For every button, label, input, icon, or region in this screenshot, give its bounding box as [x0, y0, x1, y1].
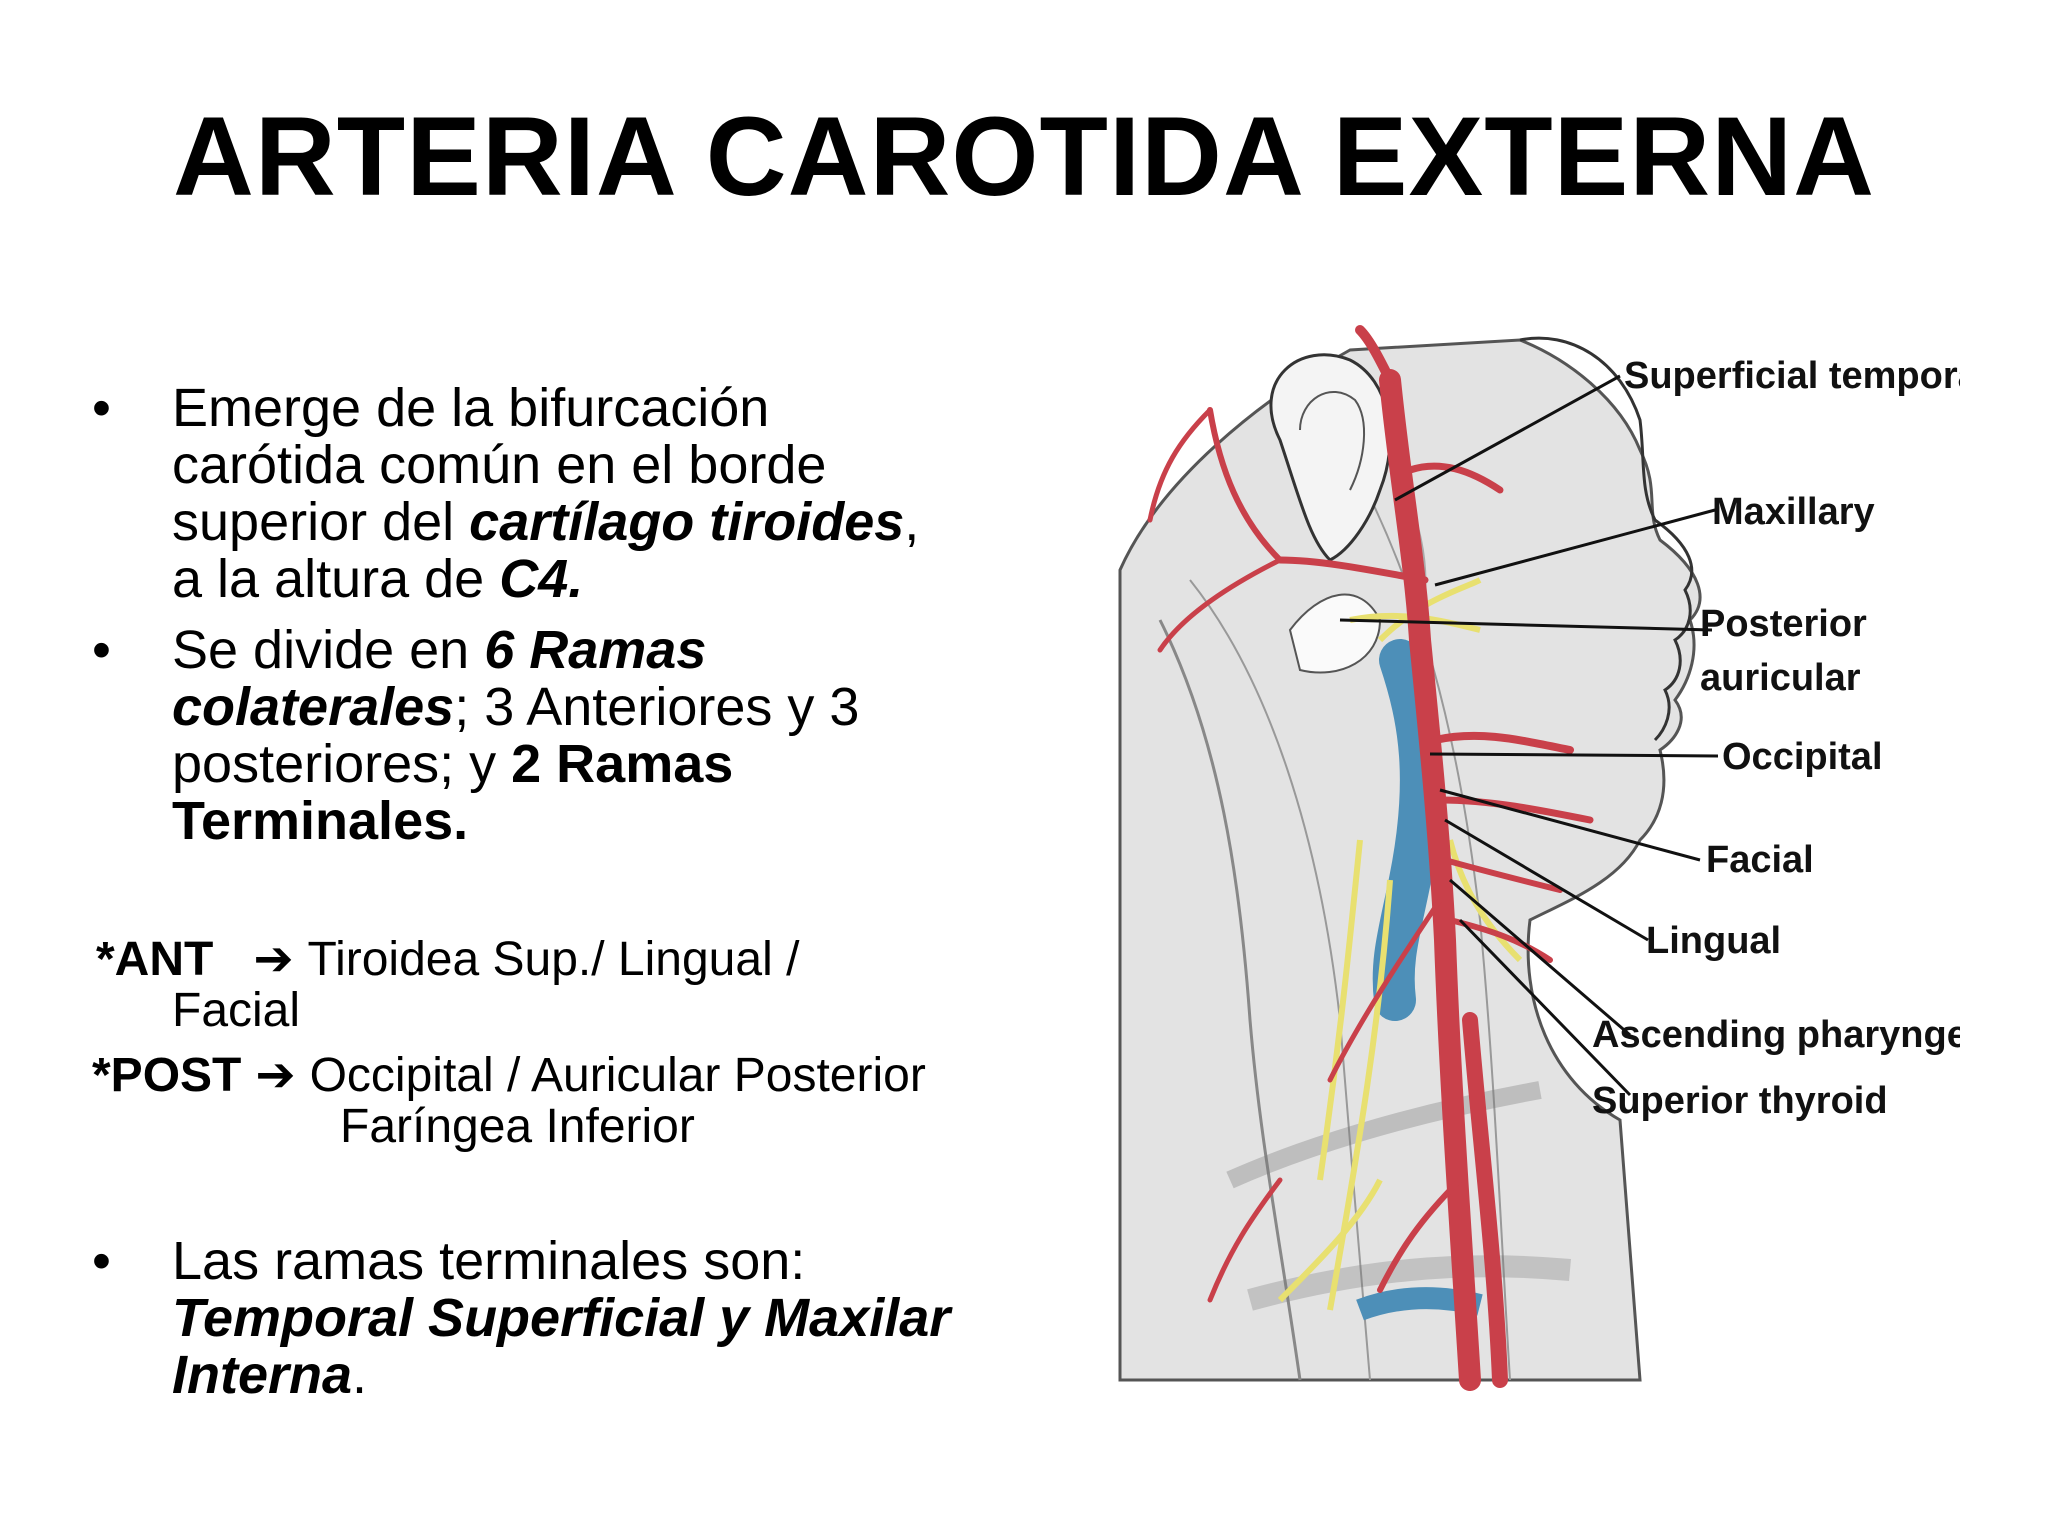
arrow-icon: ➔ — [255, 1049, 296, 1102]
text-line: Temporal Superficial y Maxilar — [172, 1288, 951, 1348]
arrow-icon: ➔ — [253, 933, 294, 986]
ant-text-continued: Facial — [172, 984, 301, 1037]
label-ascending-pharyngeal: Ascending pharyngeal — [1592, 1014, 1960, 1056]
label-lingual: Lingual — [1646, 920, 1781, 962]
text-span: . — [352, 1345, 368, 1405]
text-span: posteriores; y — [172, 734, 512, 794]
arteries — [1147, 325, 1594, 1391]
post-group-line: *POST➔Occipital / Auricular Posterior — [92, 1051, 926, 1101]
jugular-vein — [1372, 639, 1442, 1021]
post-label: *POST — [92, 1049, 242, 1102]
text-span: superior del — [172, 492, 470, 552]
label-facial: Facial — [1706, 839, 1814, 881]
text-line: superior del cartílago tiroides, — [172, 494, 1072, 551]
bullet-dot: • — [92, 378, 111, 438]
label-superior-thyroid: Superior thyroid — [1592, 1080, 1888, 1122]
emphasis-2-ramas: 2 Ramas — [511, 734, 734, 794]
text-line: Las ramas terminales son: — [172, 1231, 806, 1291]
text-line: posteriores; y 2 Ramas — [172, 736, 1072, 793]
text-span: a la altura de — [172, 549, 500, 609]
ant-label: *ANT — [96, 933, 214, 986]
ear-shape — [1269, 353, 1392, 562]
label-auricular: auricular — [1700, 657, 1861, 699]
bullet-text: Las ramas terminales son: Temporal Super… — [172, 1233, 1072, 1404]
text-line: carótida común en el borde — [172, 435, 827, 495]
label-occipital: Occipital — [1722, 736, 1883, 778]
bullet-text: Emerge de la bifurcación carótida común … — [172, 380, 1072, 608]
text-line: a la altura de C4. — [172, 551, 1072, 608]
text-line: Interna. — [172, 1347, 1072, 1404]
label-posterior: Posterior — [1700, 603, 1867, 645]
text-span: Se divide en — [172, 620, 485, 680]
ant-text: Tiroidea Sup./ Lingual / — [307, 933, 800, 986]
label-superficial-temporal: Superficial temporal — [1624, 355, 1960, 397]
slide-title: ARTERIA CAROTIDA EXTERNA — [173, 94, 1875, 219]
label-maxillary: Maxillary — [1712, 491, 1875, 533]
post-text-continued: Faríngea Inferior — [340, 1100, 695, 1153]
emphasis-interna: Interna — [172, 1345, 353, 1405]
face-profile — [1519, 336, 1694, 742]
text-line: colaterales; 3 Anteriores y 3 — [172, 679, 1072, 736]
text-line: Se divide en 6 Ramas — [172, 622, 1072, 679]
text-line: Terminales. — [172, 791, 469, 851]
text-span: ; 3 Anteriores y 3 — [454, 677, 860, 737]
text-line: Emerge de la bifurcación — [172, 378, 770, 438]
emphasis-6-ramas: 6 Ramas — [484, 620, 707, 680]
bullet-dot: • — [92, 620, 111, 680]
emphasis-cartilago: cartílago tiroides — [469, 492, 905, 552]
ant-group-line: *ANT ➔Tiroidea Sup./ Lingual / — [96, 935, 799, 985]
neck-anatomy-illustration: Superficial temporal Maxillary Posterior… — [1118, 325, 1960, 1391]
emphasis-colaterales: colaterales — [172, 677, 455, 737]
bullet-text: Se divide en 6 Ramas colaterales; 3 Ante… — [172, 622, 1072, 850]
leader-lines — [1339, 374, 1719, 1097]
bullet-dot: • — [92, 1231, 111, 1291]
emphasis-c4: C4. — [499, 549, 584, 609]
text-span: , — [904, 492, 920, 552]
post-text: Occipital / Auricular Posterior — [309, 1049, 926, 1102]
